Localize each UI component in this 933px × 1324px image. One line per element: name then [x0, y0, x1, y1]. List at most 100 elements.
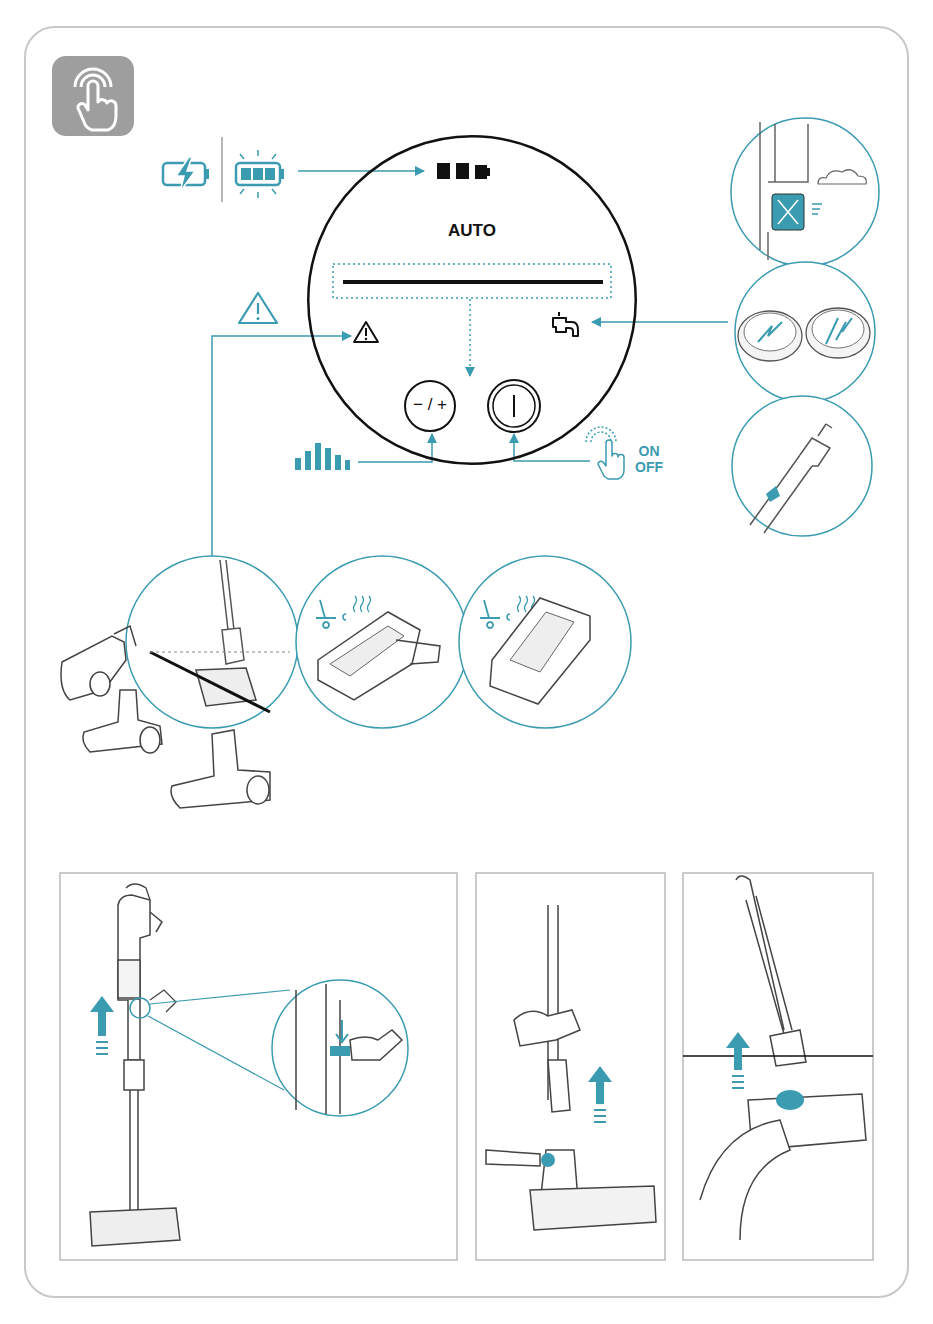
filter-detail-circles-part	[767, 232, 769, 260]
filter-detail-circles-part	[744, 313, 796, 351]
removal-step-panels-part	[548, 1060, 570, 1112]
battery-charge-icons-part	[253, 168, 263, 180]
nozzle-variants-part	[171, 730, 270, 808]
nozzle-detail-circles-part	[480, 600, 500, 628]
removal-step-panels-part	[130, 998, 150, 1018]
removal-step-panels-part	[126, 884, 150, 900]
power-level-icon-part	[295, 458, 301, 470]
suction-level-bar	[333, 264, 611, 376]
removal-step-panels-part	[272, 980, 408, 1116]
removal-step-panels-part	[150, 990, 176, 1012]
removal-step-panels-part	[486, 1150, 540, 1166]
filter-detail-circles-part	[772, 194, 804, 230]
removal-step-panels-part	[90, 996, 114, 1036]
removal-step-panels-part	[776, 1090, 804, 1110]
power-level-icon-part	[315, 443, 321, 470]
removal-step-panels-part	[148, 1016, 284, 1090]
suction-level-bar-part	[343, 280, 603, 284]
battery-charge-icons-part	[280, 169, 284, 179]
nozzle-variants-part	[61, 636, 126, 700]
nozzle-detail-circles-part	[222, 628, 244, 664]
warning-symbols-part	[354, 322, 378, 342]
warning-symbols-part	[212, 336, 351, 556]
warning-symbols-part	[239, 293, 277, 323]
battery-charge-icons-part	[241, 168, 251, 180]
removal-step-panels-part	[700, 1120, 790, 1240]
nozzle-variants-part	[140, 727, 160, 753]
maintenance-symbol	[553, 312, 728, 336]
nozzle-detail-circles-part	[354, 596, 371, 612]
nozzle-variants-part	[90, 672, 110, 696]
filter-detail-circles-part	[750, 455, 812, 533]
power-level-icon-part	[345, 460, 350, 470]
power-level-icon-part	[325, 448, 331, 470]
touch-icon-part	[52, 56, 134, 136]
removal-step-panels-part	[124, 1060, 144, 1090]
filter-detail-circles-part	[812, 204, 822, 214]
nozzle-detail-circles-part	[316, 600, 336, 628]
removal-step-panels-part	[530, 1186, 656, 1230]
removal-step-panels-part	[350, 1030, 402, 1060]
removal-step-panels-part	[118, 895, 150, 1000]
page-frame-part	[25, 27, 908, 1297]
warning-symbols	[212, 293, 378, 556]
removal-step-panels-part	[594, 1110, 606, 1122]
removal-step-panels-part	[770, 1030, 806, 1066]
nozzle-detail-circles-part	[330, 626, 404, 676]
removal-step-panels-part	[683, 873, 873, 1260]
nozzle-variants-part	[247, 776, 269, 804]
filter-detail-circles-part	[778, 200, 798, 224]
power-level-button-circle	[405, 381, 455, 431]
battery-charge-icons-part	[265, 168, 275, 180]
press-hand-icon-part	[514, 434, 590, 461]
warning-symbols-part	[365, 328, 367, 336]
nozzle-detail-circles-part	[220, 560, 234, 630]
nozzle-variants	[61, 626, 270, 808]
removal-step-panels-part	[588, 1066, 612, 1104]
nozzle-detail-circles-part	[490, 598, 590, 704]
nozzle-detail-circles-part	[296, 556, 468, 728]
nozzle-variants-part	[114, 626, 136, 646]
press-hand-icon-part	[586, 427, 616, 442]
nozzle-variants-part	[83, 690, 162, 752]
removal-step-panels	[60, 873, 873, 1260]
battery-charge-icons-part	[205, 169, 209, 179]
power-level-icon-part	[305, 451, 311, 470]
removal-step-panels-part	[514, 1010, 580, 1046]
press-hand-icon-part	[598, 440, 624, 479]
removal-step-panels-part	[476, 873, 665, 1260]
power-level-button: − / +	[404, 380, 456, 432]
nozzle-detail-circles	[126, 556, 631, 728]
filter-detail-circles-part	[766, 486, 780, 502]
filter-detail-circles-part	[735, 262, 875, 402]
filter-detail-circles-part	[800, 438, 830, 466]
filter-detail-circles	[731, 118, 879, 536]
filter-detail-circles-part	[760, 122, 808, 250]
button-text: − / +	[404, 395, 456, 415]
power-level-icon-part	[335, 455, 341, 470]
filter-detail-circles-part	[731, 118, 879, 266]
removal-step-panels-part	[683, 1055, 873, 1057]
display-battery-level-part	[475, 165, 487, 179]
removal-step-panels-part	[96, 1042, 108, 1054]
nozzle-detail-circles-part	[396, 640, 440, 664]
warning-symbols-part	[257, 303, 259, 314]
battery-charge-icons-part	[236, 163, 280, 185]
removal-step-panels-part	[746, 896, 792, 1034]
touch-icon-part	[78, 81, 116, 130]
display-battery-level	[437, 163, 490, 179]
maintenance-symbol-part	[592, 321, 728, 323]
display-panel: AUTO − / +	[307, 135, 637, 465]
nozzle-detail-circles-part	[318, 612, 420, 700]
power-level-icon-part	[358, 434, 432, 462]
removal-step-panels-part	[732, 1076, 744, 1088]
mode-text: AUTO	[307, 221, 637, 241]
display-battery-level-part	[437, 163, 450, 179]
filter-detail-circles-part	[732, 396, 872, 536]
display-panel-outline	[307, 135, 637, 465]
nozzle-detail-circles-part	[510, 612, 574, 672]
removal-step-panels-part	[726, 1032, 750, 1070]
power-button-part	[493, 385, 535, 427]
